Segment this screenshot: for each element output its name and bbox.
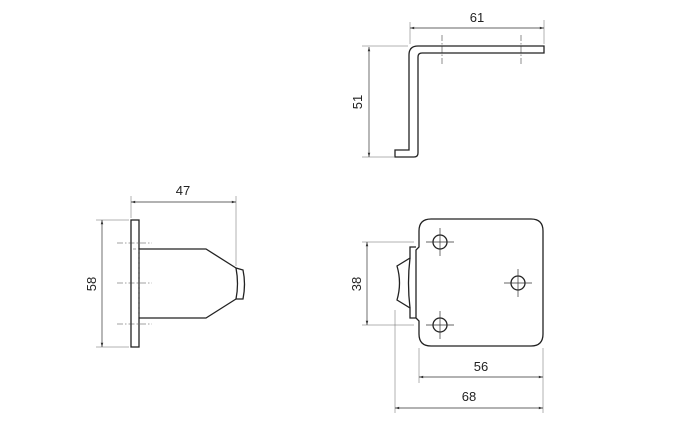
mounting-plate	[130, 219, 140, 348]
catch-profile	[396, 246, 416, 319]
dim-label-47: 47	[176, 183, 190, 198]
mounting-holes	[426, 228, 532, 339]
top-view: 61 51	[350, 10, 545, 158]
dim-label-68: 68	[462, 389, 476, 404]
catch-tab	[235, 267, 246, 300]
side-view: 47 58	[84, 183, 246, 348]
dim-label-38: 38	[349, 277, 364, 291]
dim-label-51: 51	[350, 95, 365, 109]
catch-edge	[407, 257, 411, 309]
dim-label-56: 56	[474, 359, 488, 374]
plate-outline	[415, 218, 544, 347]
front-view: 38 56 68	[349, 218, 544, 413]
bracket-profile	[394, 45, 545, 158]
body-outline	[139, 248, 237, 319]
dim-label-61: 61	[470, 10, 484, 25]
dim-label-58: 58	[84, 277, 99, 291]
